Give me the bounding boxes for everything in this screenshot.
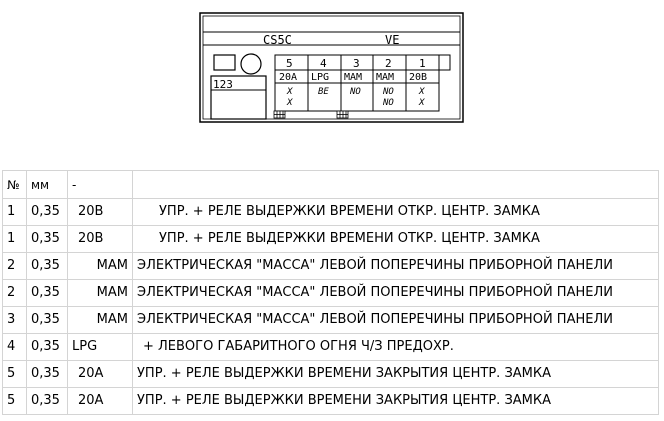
- cell-code: 20A: [67, 360, 133, 388]
- pin-number-5: 5: [286, 57, 293, 70]
- pin-number-4: 4: [320, 57, 327, 70]
- cell-code: MAM: [67, 279, 133, 307]
- connector-latch-right: [336, 110, 349, 119]
- cell-code: LPG: [67, 333, 133, 361]
- pin-mark-5b: X: [286, 98, 293, 108]
- connector-key-rect: [213, 54, 236, 71]
- pin-code-2: MAM: [376, 72, 394, 83]
- cell-desc: УПР. + РЕЛЕ ВЫДЕРЖКИ ВРЕМЕНИ ЗАКРЫТИЯ ЦЕ…: [132, 387, 659, 415]
- cell-code: 20A: [67, 387, 133, 415]
- table-row: 5 0,35 20A УПР. + РЕЛЕ ВЫДЕРЖКИ ВРЕМЕНИ …: [2, 360, 659, 388]
- cell-desc: УПР. + РЕЛЕ ВЫДЕРЖКИ ВРЕМЕНИ ЗАКРЫТИЯ ЦЕ…: [132, 360, 659, 388]
- cell-mm: 0,35: [26, 360, 68, 388]
- pin-mark-2a: NO: [382, 87, 394, 97]
- cell-code: 20B: [67, 198, 133, 226]
- cell-mm: 0,35: [26, 252, 68, 280]
- pin-mark-2b: NO: [382, 98, 394, 108]
- pin-code-1: 20B: [409, 72, 427, 83]
- pin-mark-1b: X: [418, 98, 425, 108]
- cell-no: 1: [2, 198, 27, 226]
- table-row: 5 0,35 20A УПР. + РЕЛЕ ВЫДЕРЖКИ ВРЕМЕНИ …: [2, 387, 659, 415]
- cell-no: 2: [2, 252, 27, 280]
- cell-no: 5: [2, 360, 27, 388]
- cell-no: 3: [2, 306, 27, 334]
- connector-label-left: CS5C: [263, 33, 292, 47]
- connector-slot-box: [210, 75, 267, 120]
- table-row: 1 0,35 20B УПР. + РЕЛЕ ВЫДЕРЖКИ ВРЕМЕНИ …: [2, 225, 659, 253]
- cell-no: 4: [2, 333, 27, 361]
- cell-desc: ЭЛЕКТРИЧЕСКАЯ "МАССА" ЛЕВОЙ ПОПЕРЕЧИНЫ П…: [132, 279, 659, 307]
- cell-mm: 0,35: [26, 306, 68, 334]
- header-mm: мм: [26, 170, 68, 199]
- cell-no: 1: [2, 225, 27, 253]
- table-row: 2 0,35 MAM ЭЛЕКТРИЧЕСКАЯ "МАССА" ЛЕВОЙ П…: [2, 252, 659, 280]
- pin-mark-5a: X: [286, 87, 293, 97]
- table-header-row: № мм -: [2, 170, 659, 199]
- pin-mark-1a: X: [418, 87, 425, 97]
- table-row: 1 0,35 20B УПР. + РЕЛЕ ВЫДЕРЖКИ ВРЕМЕНИ …: [2, 198, 659, 226]
- cell-mm: 0,35: [26, 387, 68, 415]
- pin-assignment-table: № мм - 1 0,35 20B УПР. + РЕЛЕ ВЫДЕРЖКИ В…: [2, 170, 659, 415]
- pin-number-2: 2: [385, 57, 392, 70]
- cell-code: MAM: [67, 306, 133, 334]
- cell-no: 2: [2, 279, 27, 307]
- cell-desc: ЭЛЕКТРИЧЕСКАЯ "МАССА" ЛЕВОЙ ПОПЕРЕЧИНЫ П…: [132, 306, 659, 334]
- connector-frame: [199, 12, 464, 123]
- connector-key-circle: [240, 53, 262, 75]
- cell-desc: УПР. + РЕЛЕ ВЫДЕРЖКИ ВРЕМЕНИ ОТКР. ЦЕНТР…: [132, 225, 659, 253]
- pin-number-3: 3: [353, 57, 360, 70]
- cell-desc: + ЛЕВОГО ГАБАРИТНОГО ОГНЯ Ч/З ПРЕДОХР.: [132, 333, 659, 361]
- pin-code-5: 20A: [279, 72, 297, 83]
- connector-label-right: VE: [385, 33, 399, 47]
- cell-mm: 0,35: [26, 279, 68, 307]
- pin-code-4: LPG: [311, 72, 329, 83]
- connector-frame-inner: [202, 15, 461, 120]
- cell-code: MAM: [67, 252, 133, 280]
- connector-latch-left: [273, 110, 286, 119]
- connector-slot-id: 123: [213, 78, 233, 91]
- table-row: 3 0,35 MAM ЭЛЕКТРИЧЕСКАЯ "МАССА" ЛЕВОЙ П…: [2, 306, 659, 334]
- cell-no: 5: [2, 387, 27, 415]
- connector-diagram: CS5C VE 123 5 4 3 2 1 20A LPG MAM MAM 20…: [199, 12, 464, 123]
- pin-code-3: MAM: [344, 72, 362, 83]
- pin-mark-3a: NO: [349, 87, 361, 97]
- cell-mm: 0,35: [26, 198, 68, 226]
- cell-mm: 0,35: [26, 333, 68, 361]
- header-no: №: [2, 170, 27, 199]
- pin-mark-4a: BE: [318, 87, 329, 97]
- cell-code: 20B: [67, 225, 133, 253]
- table-row: 4 0,35 LPG + ЛЕВОГО ГАБАРИТНОГО ОГНЯ Ч/З…: [2, 333, 659, 361]
- header-desc: [132, 170, 659, 199]
- table-row: 2 0,35 MAM ЭЛЕКТРИЧЕСКАЯ "МАССА" ЛЕВОЙ П…: [2, 279, 659, 307]
- pin-table-body: № мм - 1 0,35 20B УПР. + РЕЛЕ ВЫДЕРЖКИ В…: [2, 170, 659, 415]
- cell-desc: УПР. + РЕЛЕ ВЫДЕРЖКИ ВРЕМЕНИ ОТКР. ЦЕНТР…: [132, 198, 659, 226]
- cell-desc: ЭЛЕКТРИЧЕСКАЯ "МАССА" ЛЕВОЙ ПОПЕРЕЧИНЫ П…: [132, 252, 659, 280]
- pin-number-1: 1: [419, 57, 426, 70]
- cell-mm: 0,35: [26, 225, 68, 253]
- header-code: -: [67, 170, 133, 199]
